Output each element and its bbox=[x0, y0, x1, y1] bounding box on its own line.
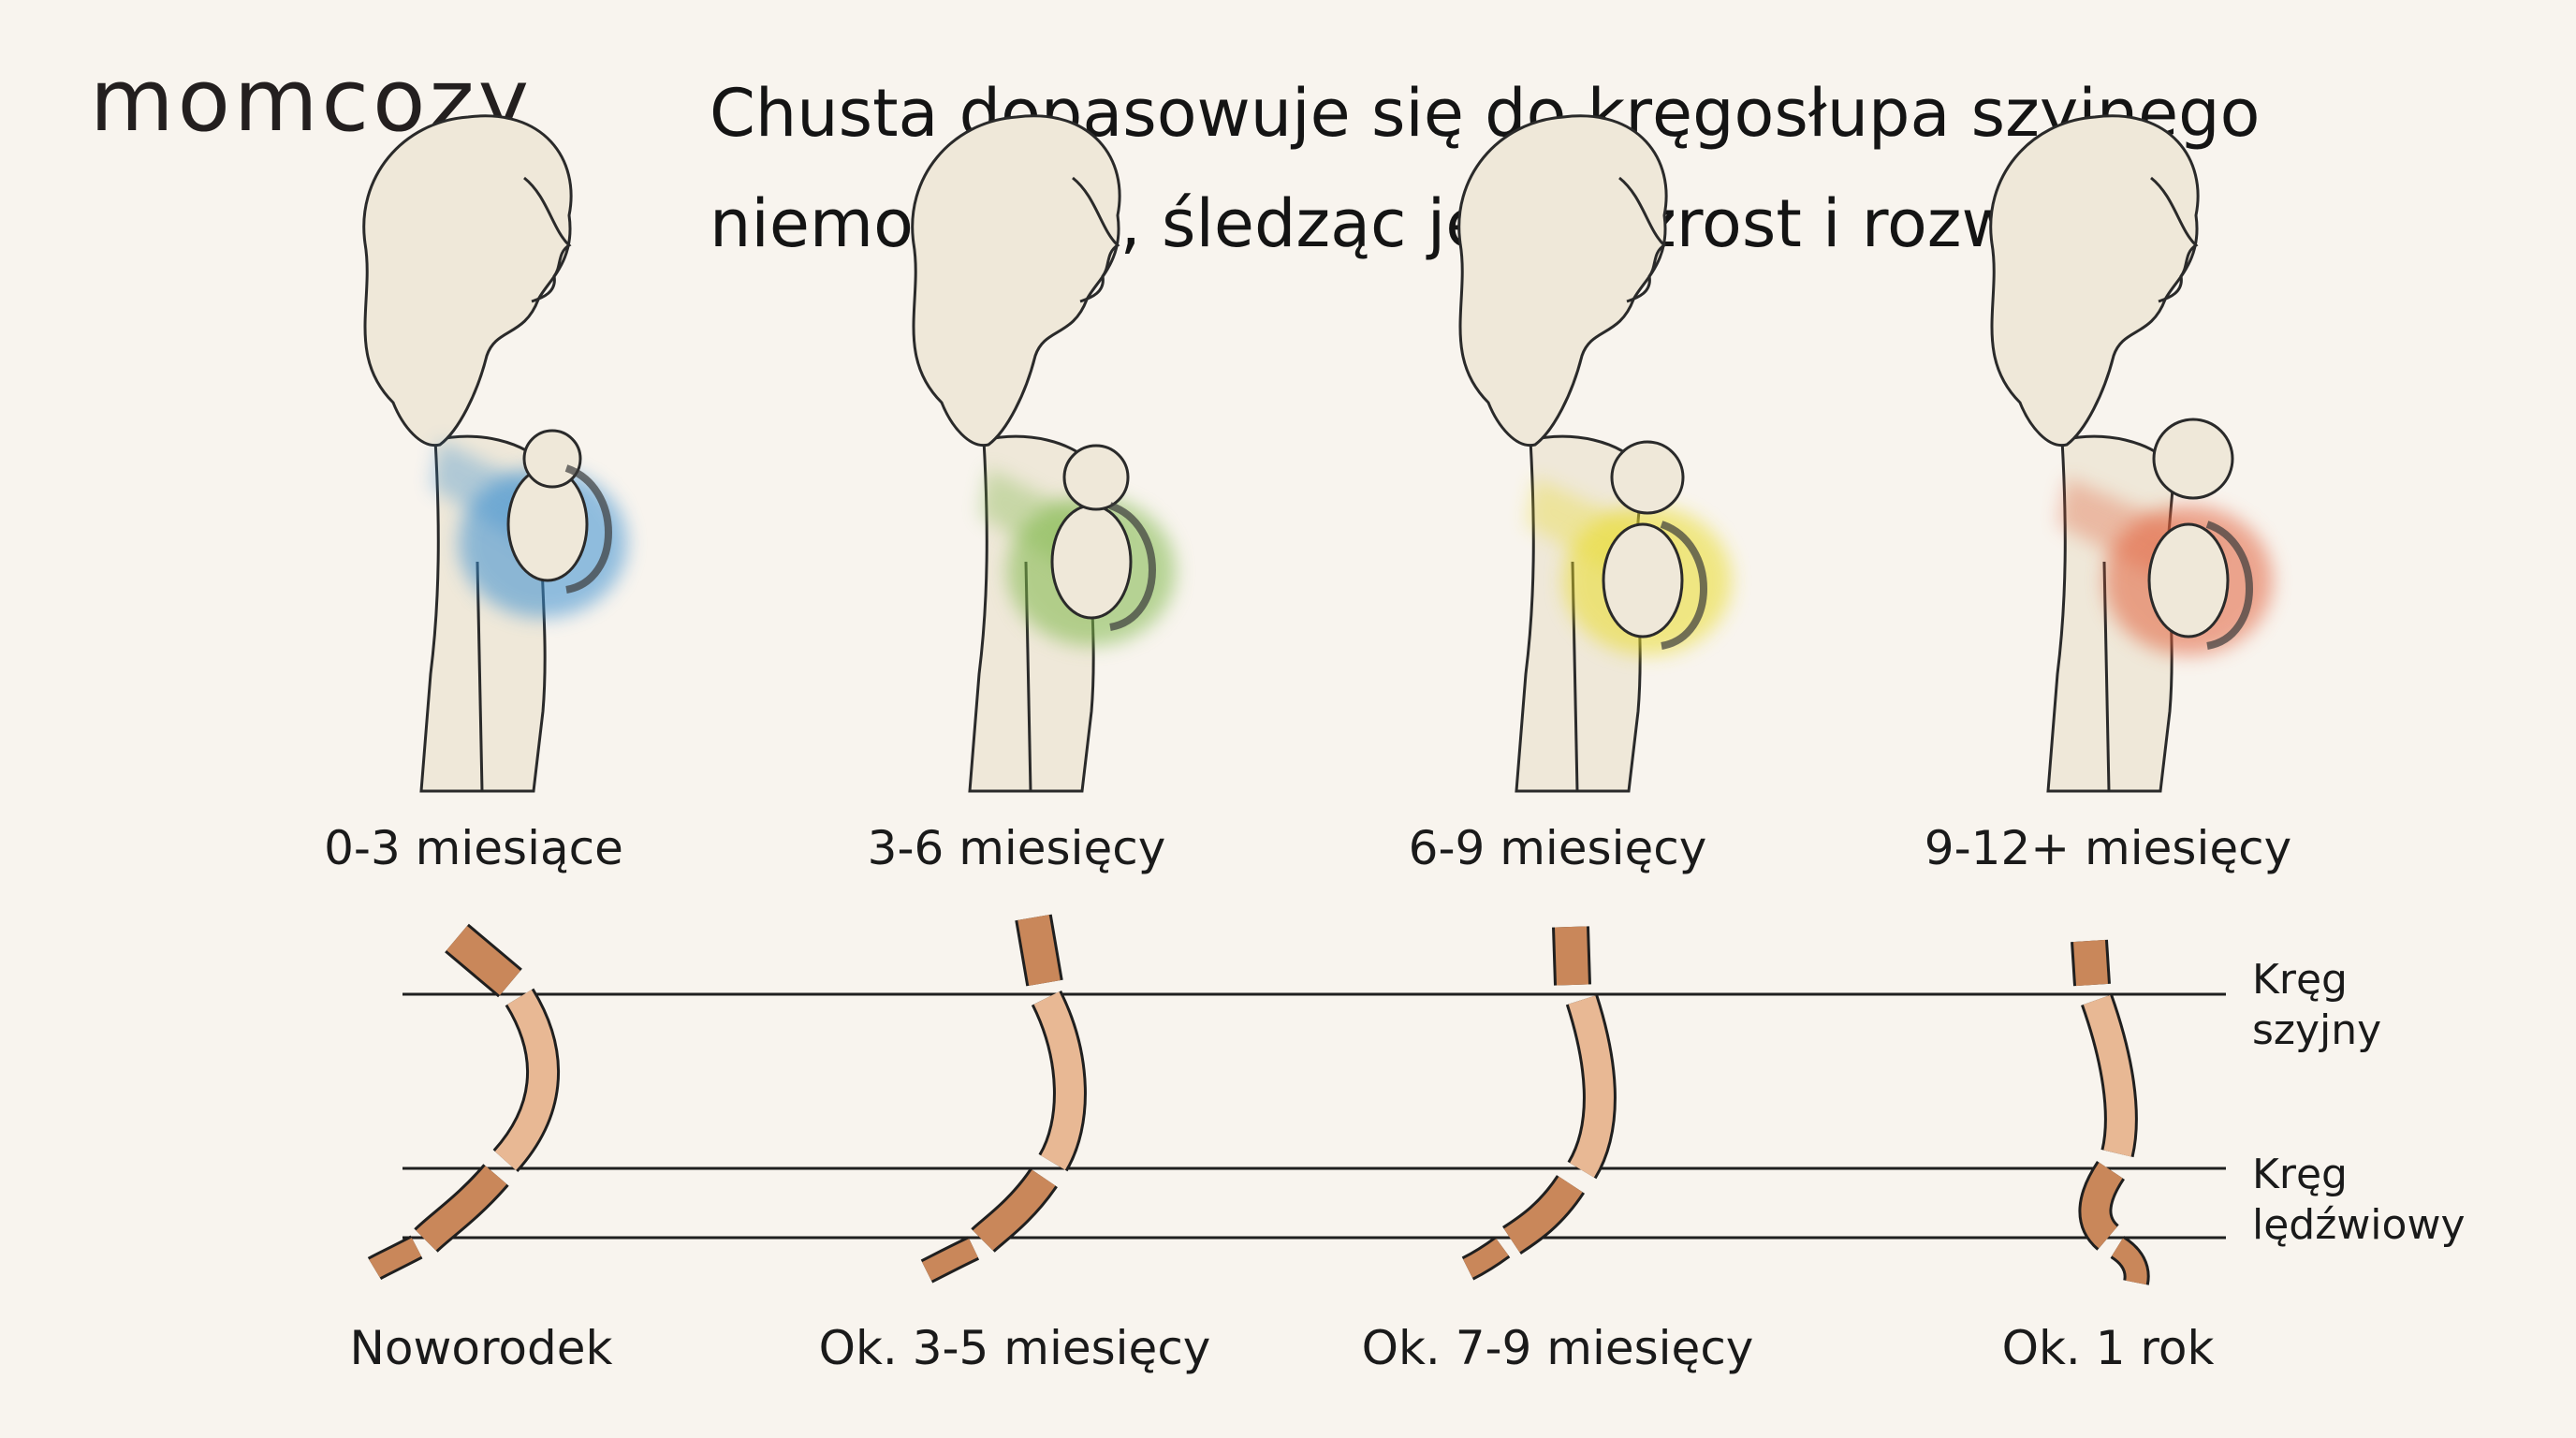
reference-lines bbox=[402, 992, 2226, 1240]
spine-1 bbox=[367, 923, 560, 1281]
baby-head bbox=[522, 429, 582, 489]
carrier-pouch bbox=[1660, 521, 1707, 650]
spine-label-1-year: Ok. 1 rok bbox=[2001, 1321, 2215, 1375]
carrier-pouch bbox=[564, 464, 612, 594]
mother-hair bbox=[1989, 114, 2200, 448]
mother-hair bbox=[1457, 114, 1668, 448]
carrier-pouch bbox=[2205, 521, 2253, 650]
baby-body bbox=[2147, 522, 2230, 638]
figure-1 bbox=[362, 114, 627, 793]
carrier-pouch bbox=[1108, 502, 1156, 631]
spine-3 bbox=[1461, 926, 1617, 1281]
lumbar-label-line-2: lędźwiowy bbox=[2252, 1201, 2466, 1249]
mother-face bbox=[1618, 176, 1667, 303]
baby-head bbox=[2152, 418, 2234, 500]
cervical-label-line-2: szyjny bbox=[2252, 1006, 2382, 1054]
spine-2 bbox=[920, 914, 1087, 1284]
spine-label-3-5: Ok. 3-5 miesięcy bbox=[818, 1321, 1211, 1375]
mother-face bbox=[523, 176, 572, 303]
stage-label-0-3: 0-3 miesiące bbox=[324, 821, 623, 875]
mother-hair bbox=[362, 114, 573, 448]
baby-body bbox=[1602, 522, 1684, 638]
cervical-label: Kręg szyjny bbox=[2252, 955, 2381, 1056]
spine-label-7-9: Ok. 7-9 miesięcy bbox=[1361, 1321, 1754, 1375]
baby-head bbox=[1610, 440, 1685, 515]
cervical-label-line-1: Kręg bbox=[2252, 956, 2348, 1004]
lumbar-label-line-1: Kręg bbox=[2252, 1151, 2348, 1198]
mother-hair bbox=[911, 114, 1121, 448]
stage-label-6-9: 6-9 miesięcy bbox=[1408, 821, 1707, 875]
spine-4 bbox=[2071, 939, 2150, 1285]
figure-2 bbox=[911, 114, 1176, 793]
mother-face bbox=[1072, 176, 1120, 303]
torso-line bbox=[2102, 561, 2111, 792]
stage-label-3-6: 3-6 miesięcy bbox=[867, 821, 1166, 875]
lumbar-label: Kręg lędźwiowy bbox=[2252, 1150, 2465, 1251]
figure-4 bbox=[1989, 114, 2273, 793]
mother-face bbox=[2150, 176, 2199, 303]
figure-3 bbox=[1457, 114, 1732, 793]
spine-diagrams bbox=[367, 914, 2150, 1285]
spine-label-newborn: Noworodek bbox=[349, 1321, 613, 1375]
baby-head bbox=[1062, 444, 1130, 511]
carrier-figures bbox=[362, 114, 2273, 793]
baby-body bbox=[1050, 504, 1133, 620]
stage-label-9-12: 9-12+ miesięcy bbox=[1924, 821, 2292, 875]
torso-line bbox=[476, 561, 484, 792]
